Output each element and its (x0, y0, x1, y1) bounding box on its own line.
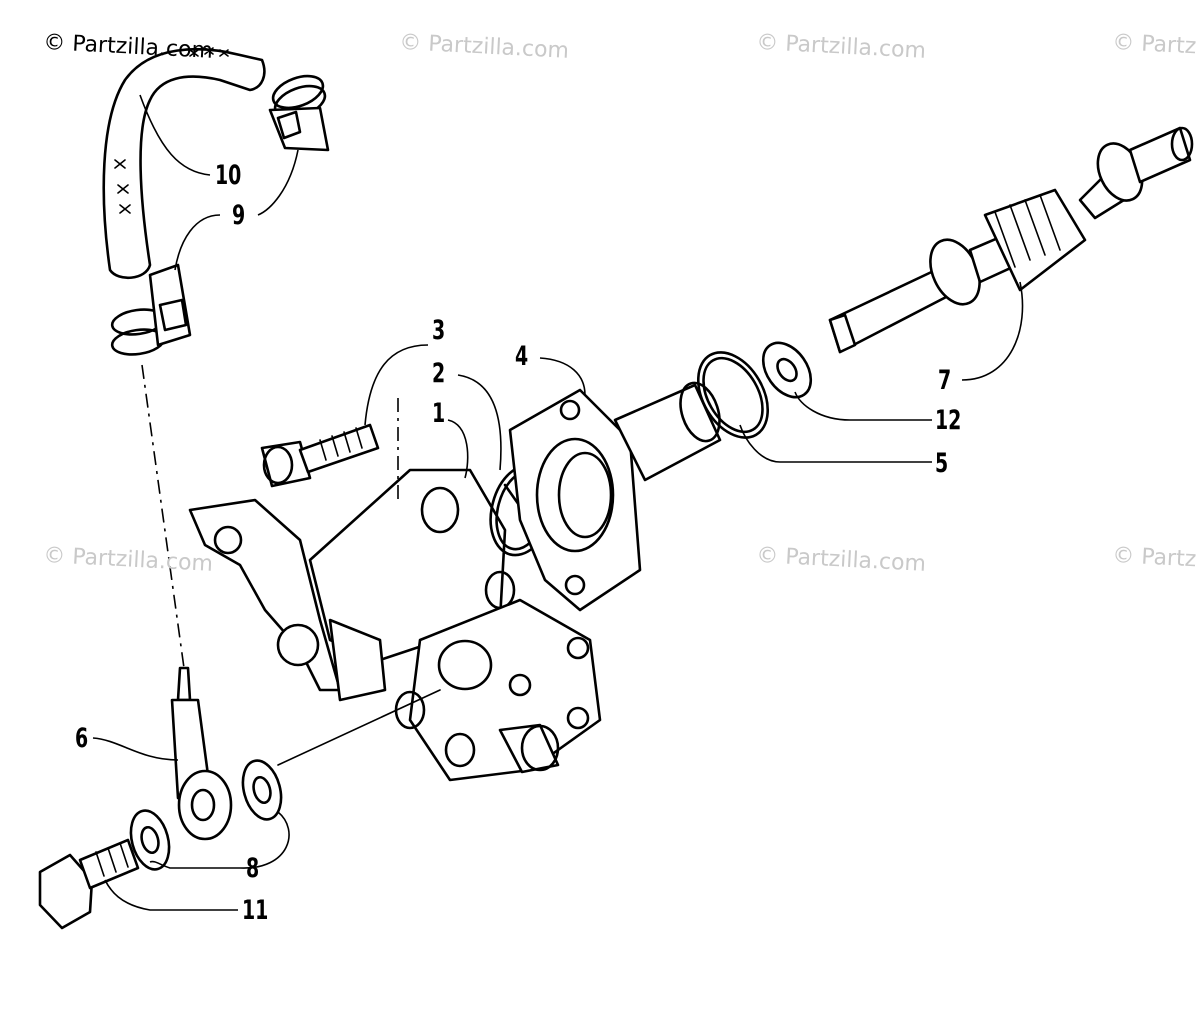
callout-3: 3 (432, 315, 446, 346)
bolt-part-3 (260, 423, 380, 488)
washer-part-12 (761, 341, 813, 399)
oil-pump-body-part-1 (188, 468, 602, 782)
callout-6: 6 (75, 723, 89, 754)
flange-housing-part-4 (508, 381, 722, 612)
o-ring-part-5 (697, 351, 769, 439)
callout-11: 11 (242, 895, 269, 926)
leader-9 (174, 149, 299, 271)
callout-7: 7 (938, 365, 952, 396)
callout-5: 5 (935, 448, 949, 479)
leader-12 (794, 391, 932, 421)
callout-2: 2 (432, 358, 446, 389)
leader-5 (739, 424, 932, 463)
callout-1: 1 (432, 398, 446, 429)
leader-11 (104, 879, 238, 911)
leader-3 (364, 344, 429, 426)
leader-4 (539, 357, 586, 396)
callout-4: 4 (515, 341, 529, 372)
callout-8: 8 (246, 853, 260, 884)
leader-1 (447, 419, 469, 479)
watermark-7: © Partz (1111, 543, 1197, 573)
washer-part-8-right (241, 759, 283, 821)
callout-12: 12 (935, 405, 962, 436)
leader-8 (149, 811, 290, 869)
centerline-hose-to-fitting (141, 364, 185, 669)
leader-7 (961, 281, 1024, 381)
centerline-pump-port (277, 689, 441, 766)
leader-10 (139, 94, 211, 176)
banjo-bolt-part-11 (38, 838, 140, 930)
banjo-fitting-part-6 (170, 666, 233, 841)
hose-clamp-part-9-upper (268, 74, 330, 152)
hose-clamp-part-9-lower (110, 263, 192, 356)
callout-9: 9 (232, 200, 246, 231)
leader-2 (457, 374, 502, 471)
drive-shaft-part-7 (828, 126, 1194, 354)
callout-10: 10 (215, 160, 242, 191)
leader-6 (92, 737, 179, 761)
washer-part-8-left (129, 809, 171, 871)
watermark-4: © Partz (1111, 30, 1197, 60)
